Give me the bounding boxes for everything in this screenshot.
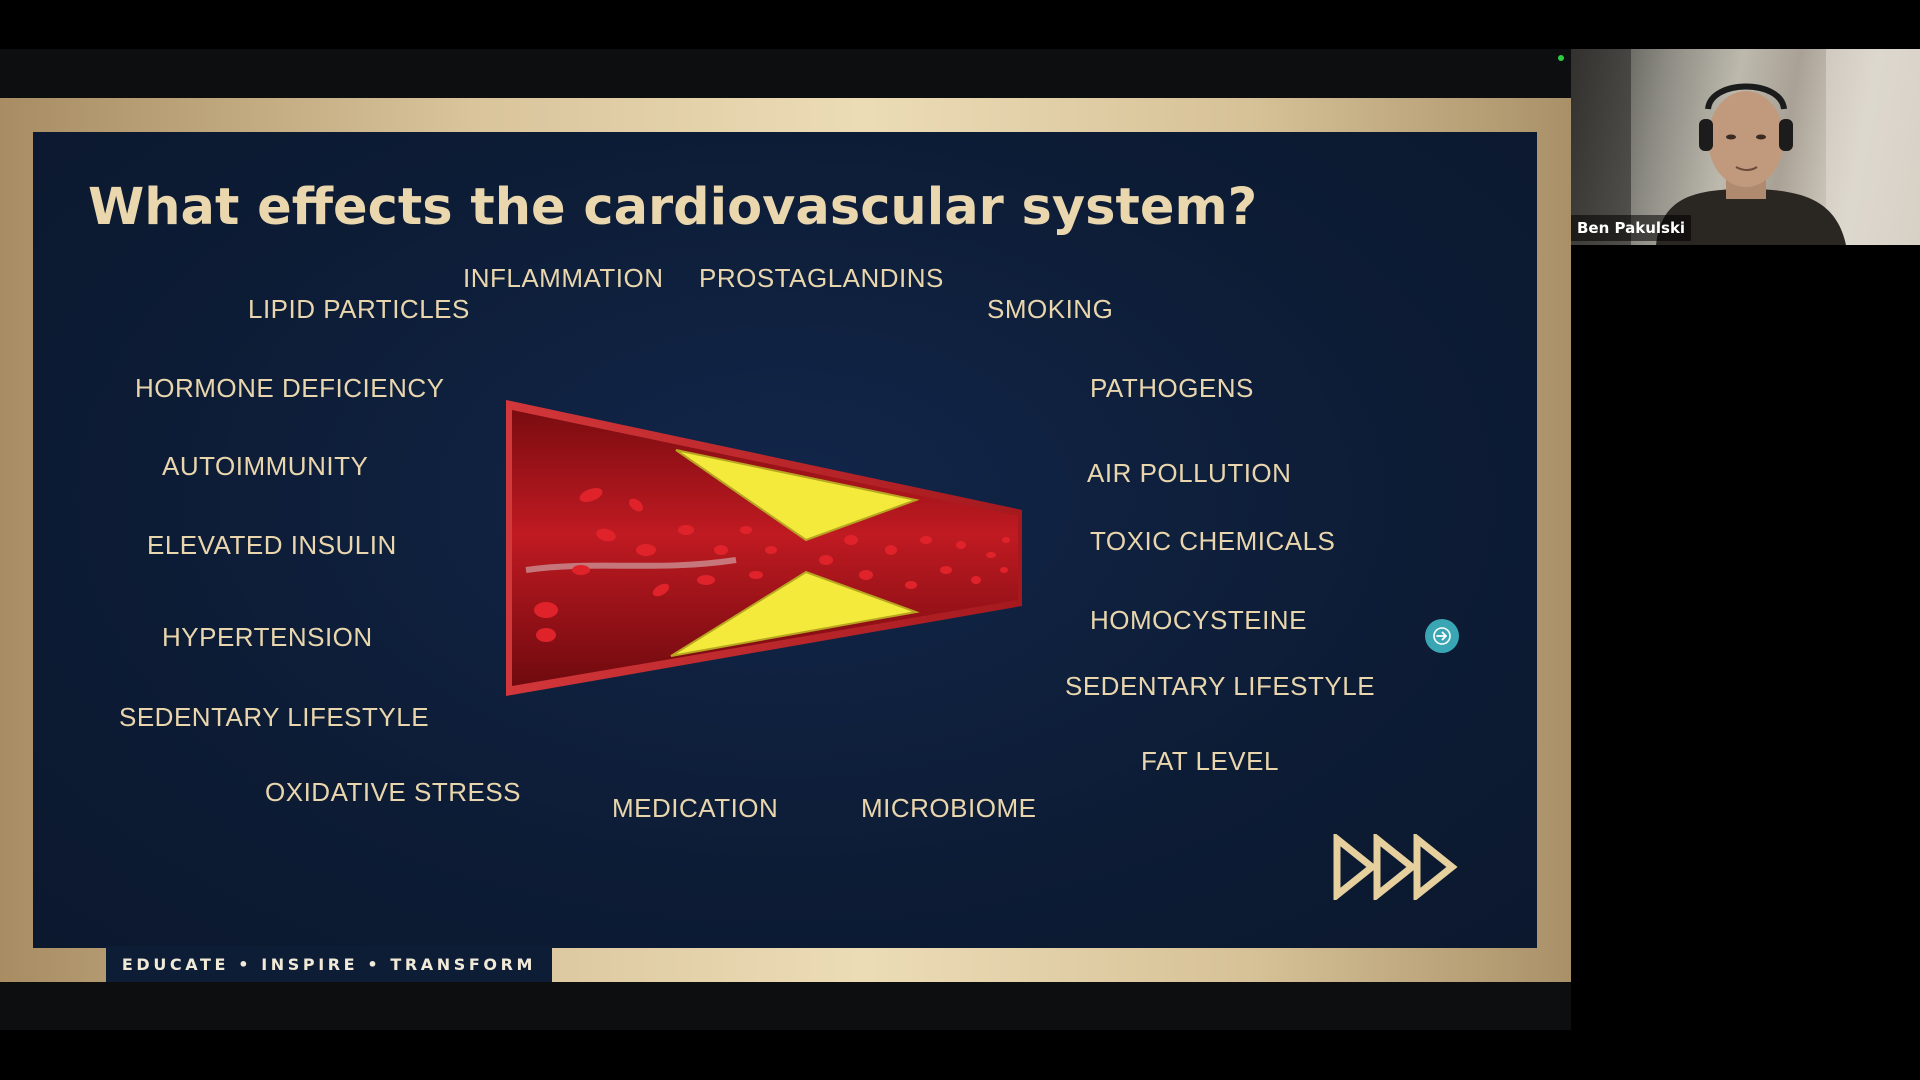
tagline-text: EDUCATE • INSPIRE • TRANSFORM [121, 954, 537, 974]
factor-lipid-particles: LIPID PARTICLES [248, 294, 470, 324]
factor-elevated-insulin: ELEVATED INSULIN [147, 530, 397, 560]
arrow-right-icon [1433, 627, 1451, 645]
factor-medication: MEDICATION [612, 793, 779, 823]
factor-fat-level: FAT LEVEL [1141, 746, 1279, 776]
factor-autoimmunity: AUTOIMMUNITY [162, 451, 369, 481]
factor-homocysteine: HOMOCYSTEINE [1090, 605, 1307, 635]
triple-play-chevron-logo [1333, 834, 1458, 900]
factor-hormone-deficiency: HORMONE DEFICIENCY [135, 373, 445, 403]
slide-title: What effects the cardiovascular system? [88, 178, 1258, 237]
factor-air-pollution: AIR POLLUTION [1087, 458, 1292, 488]
tagline-banner: EDUCATE • INSPIRE • TRANSFORM [106, 946, 552, 982]
participant-video-tile[interactable] [1571, 49, 1920, 245]
participant-video-feed [1571, 49, 1920, 245]
factor-oxidative-stress: OXIDATIVE STRESS [265, 777, 522, 807]
sharing-status-indicator [1558, 55, 1564, 61]
factor-smoking: SMOKING [987, 294, 1114, 324]
participant-name-label: Ben Pakulski [1571, 215, 1692, 241]
factor-microbiome: MICROBIOME [861, 793, 1037, 823]
factor-sedentary-lifestyle: SEDENTARY LIFESTYLE [119, 702, 430, 732]
next-slide-button[interactable] [1425, 619, 1459, 653]
factor-toxic-chemicals: TOXIC CHEMICALS [1090, 526, 1336, 556]
factor-hypertension: HYPERTENSION [162, 622, 373, 652]
factor-pathogens: PATHOGENS [1090, 373, 1254, 403]
artery-plaque-illustration [506, 400, 1022, 696]
factor-prostaglandins: PROSTAGLANDINS [699, 263, 944, 293]
factor-inflammation: INFLAMMATION [463, 263, 664, 293]
factor-sedentary-lifestyle: SEDENTARY LIFESTYLE [1065, 671, 1376, 701]
